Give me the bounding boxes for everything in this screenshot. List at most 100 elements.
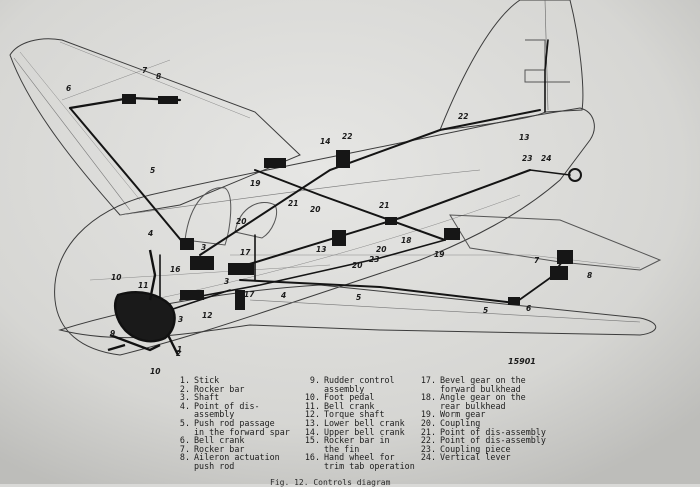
- callout-22: 22: [342, 132, 352, 141]
- legend-row: 3.Shaft: [179, 392, 220, 403]
- callout-21: 21: [288, 199, 298, 208]
- legend-row: 12.Torque shaft: [304, 409, 385, 420]
- legend-row: push rod: [194, 460, 235, 471]
- legend-column-2: 9.Rudder control assembly 10.Foot pedal …: [300, 376, 415, 471]
- callout-19b: 19: [434, 250, 444, 259]
- callout-19: 19: [250, 179, 260, 188]
- callout-13b: 13: [519, 133, 529, 142]
- callout-17: 17: [240, 248, 251, 257]
- callout-11: 11: [138, 281, 148, 290]
- callout-5: 5: [150, 166, 155, 175]
- legend-row: 13.Lower bell crank: [304, 417, 405, 428]
- callout-13: 13: [316, 245, 326, 254]
- push-rod-right: [239, 279, 516, 304]
- hand-wheel-16: [190, 256, 214, 270]
- figure-caption: Fig. 12. Controls diagram: [270, 478, 391, 487]
- callout-21b: 21: [379, 201, 389, 210]
- legend-row: 9.Rudder control: [309, 375, 395, 385]
- callout-9: 9: [110, 329, 115, 338]
- vertical-fin: [439, 0, 584, 131]
- legend-row: rear bulkhead: [440, 400, 506, 411]
- legend-row: 18.Angle gear on the: [420, 392, 526, 403]
- callout-6b: 6: [526, 304, 531, 313]
- figure-number: 15901: [508, 357, 536, 366]
- legend-row: 11.Bell crank: [304, 400, 375, 411]
- legend-row: assembly: [324, 383, 365, 394]
- coupling-3: [180, 238, 194, 250]
- vertical-lever-24: [568, 168, 582, 182]
- legend-row: 6.Bell crank: [179, 435, 245, 446]
- worm-gear-19b: [444, 228, 460, 240]
- legend-row: 2.Rocker bar: [179, 383, 245, 394]
- callout-8: 8: [156, 72, 161, 81]
- callout-7b: 7: [534, 256, 540, 265]
- angle-gear-18: [385, 217, 397, 225]
- callout-3b: 3: [224, 277, 229, 286]
- callout-10b: 10: [150, 367, 160, 376]
- callout-1: 1: [177, 345, 182, 354]
- legend-row: 4.Point of dis-: [179, 400, 260, 411]
- callout-23b: 23: [369, 255, 379, 264]
- callout-10: 10: [111, 273, 121, 282]
- callout-5c: 5: [483, 306, 488, 315]
- rudder-pedal-assembly: [107, 249, 180, 356]
- legend-row: assembly: [194, 409, 235, 420]
- elevator-cable: [199, 109, 541, 256]
- legend-column-3: 17.Bevel gear on the forward bulkhead 18…: [416, 376, 546, 462]
- canopy: [184, 187, 232, 246]
- callout-6: 6: [66, 84, 71, 93]
- callout-14: 14: [320, 137, 330, 146]
- legend-row: 15.Rocker bar in: [304, 435, 390, 446]
- callout-8b: 8: [587, 271, 592, 280]
- torque-shaft: [180, 290, 204, 300]
- callout-23: 23: [522, 154, 532, 163]
- worm-gear-19: [264, 158, 286, 168]
- rocker-bar-22: [336, 150, 350, 168]
- callout-20b: 20: [310, 205, 320, 214]
- callout-20c: 20: [352, 261, 362, 270]
- legend-row: 1.Stick: [179, 375, 220, 385]
- upper-bell-crank: [332, 230, 346, 246]
- legend-row: the fin: [324, 443, 360, 454]
- callout-3c: 3: [178, 315, 183, 324]
- trim-shaft: [229, 169, 531, 271]
- mechanisms: [122, 94, 582, 310]
- callout-2: 2: [176, 349, 181, 358]
- callout-12: 12: [202, 311, 212, 320]
- horizontal-stabilizer: [449, 214, 662, 271]
- legend-row: 10.Foot pedal: [304, 392, 375, 403]
- callout-18: 18: [401, 236, 411, 245]
- fuselage: [54, 107, 595, 356]
- callout-7: 7: [142, 66, 148, 75]
- legend-column-1: 1.Stick 2.Rocker bar 3.Shaft 4.Point of …: [170, 376, 290, 471]
- legend-row: 19.Worm gear: [420, 409, 486, 420]
- legend-row: 17.Bevel gear on the: [420, 375, 526, 385]
- bell-crank-right: [550, 266, 568, 280]
- callout-20d: 20: [376, 245, 386, 254]
- bell-crank-8: [158, 96, 178, 104]
- legend-row: 24.Vertical lever: [420, 452, 511, 463]
- callout-labels: 1 2 3 3 3 4 4 5 5 5 6 6 7 7 8 8 9 10 10 …: [66, 66, 592, 376]
- push-rod-left: [69, 107, 186, 246]
- legend-row: 8.Aileron actuation: [179, 452, 280, 463]
- bevel-gear-17: [228, 263, 254, 275]
- rocker-bar-7: [122, 94, 136, 104]
- shaft-3: [235, 290, 245, 310]
- callout-3: 3: [201, 243, 206, 252]
- legend-row: in the forward spar: [194, 426, 290, 437]
- callout-20: 20: [236, 217, 246, 226]
- legend-row: 21.Point of dis-assembly: [420, 426, 546, 437]
- callout-24: 24: [541, 154, 551, 163]
- rudder-rod: [254, 169, 446, 241]
- left-wing: [9, 38, 301, 216]
- callout-4b: 4: [281, 291, 286, 300]
- legend-row: 16.Hand wheel for: [304, 452, 395, 463]
- legend-row: 5.Push rod passage: [179, 417, 275, 428]
- legend-row: 22.Point of dis-assembly: [420, 435, 546, 446]
- callout-22b: 22: [458, 112, 468, 121]
- legend-row: trim tab operation: [324, 460, 415, 471]
- legend-row: 14.Upper bell crank: [304, 426, 405, 437]
- legend-row: 23.Coupling piece: [420, 443, 511, 454]
